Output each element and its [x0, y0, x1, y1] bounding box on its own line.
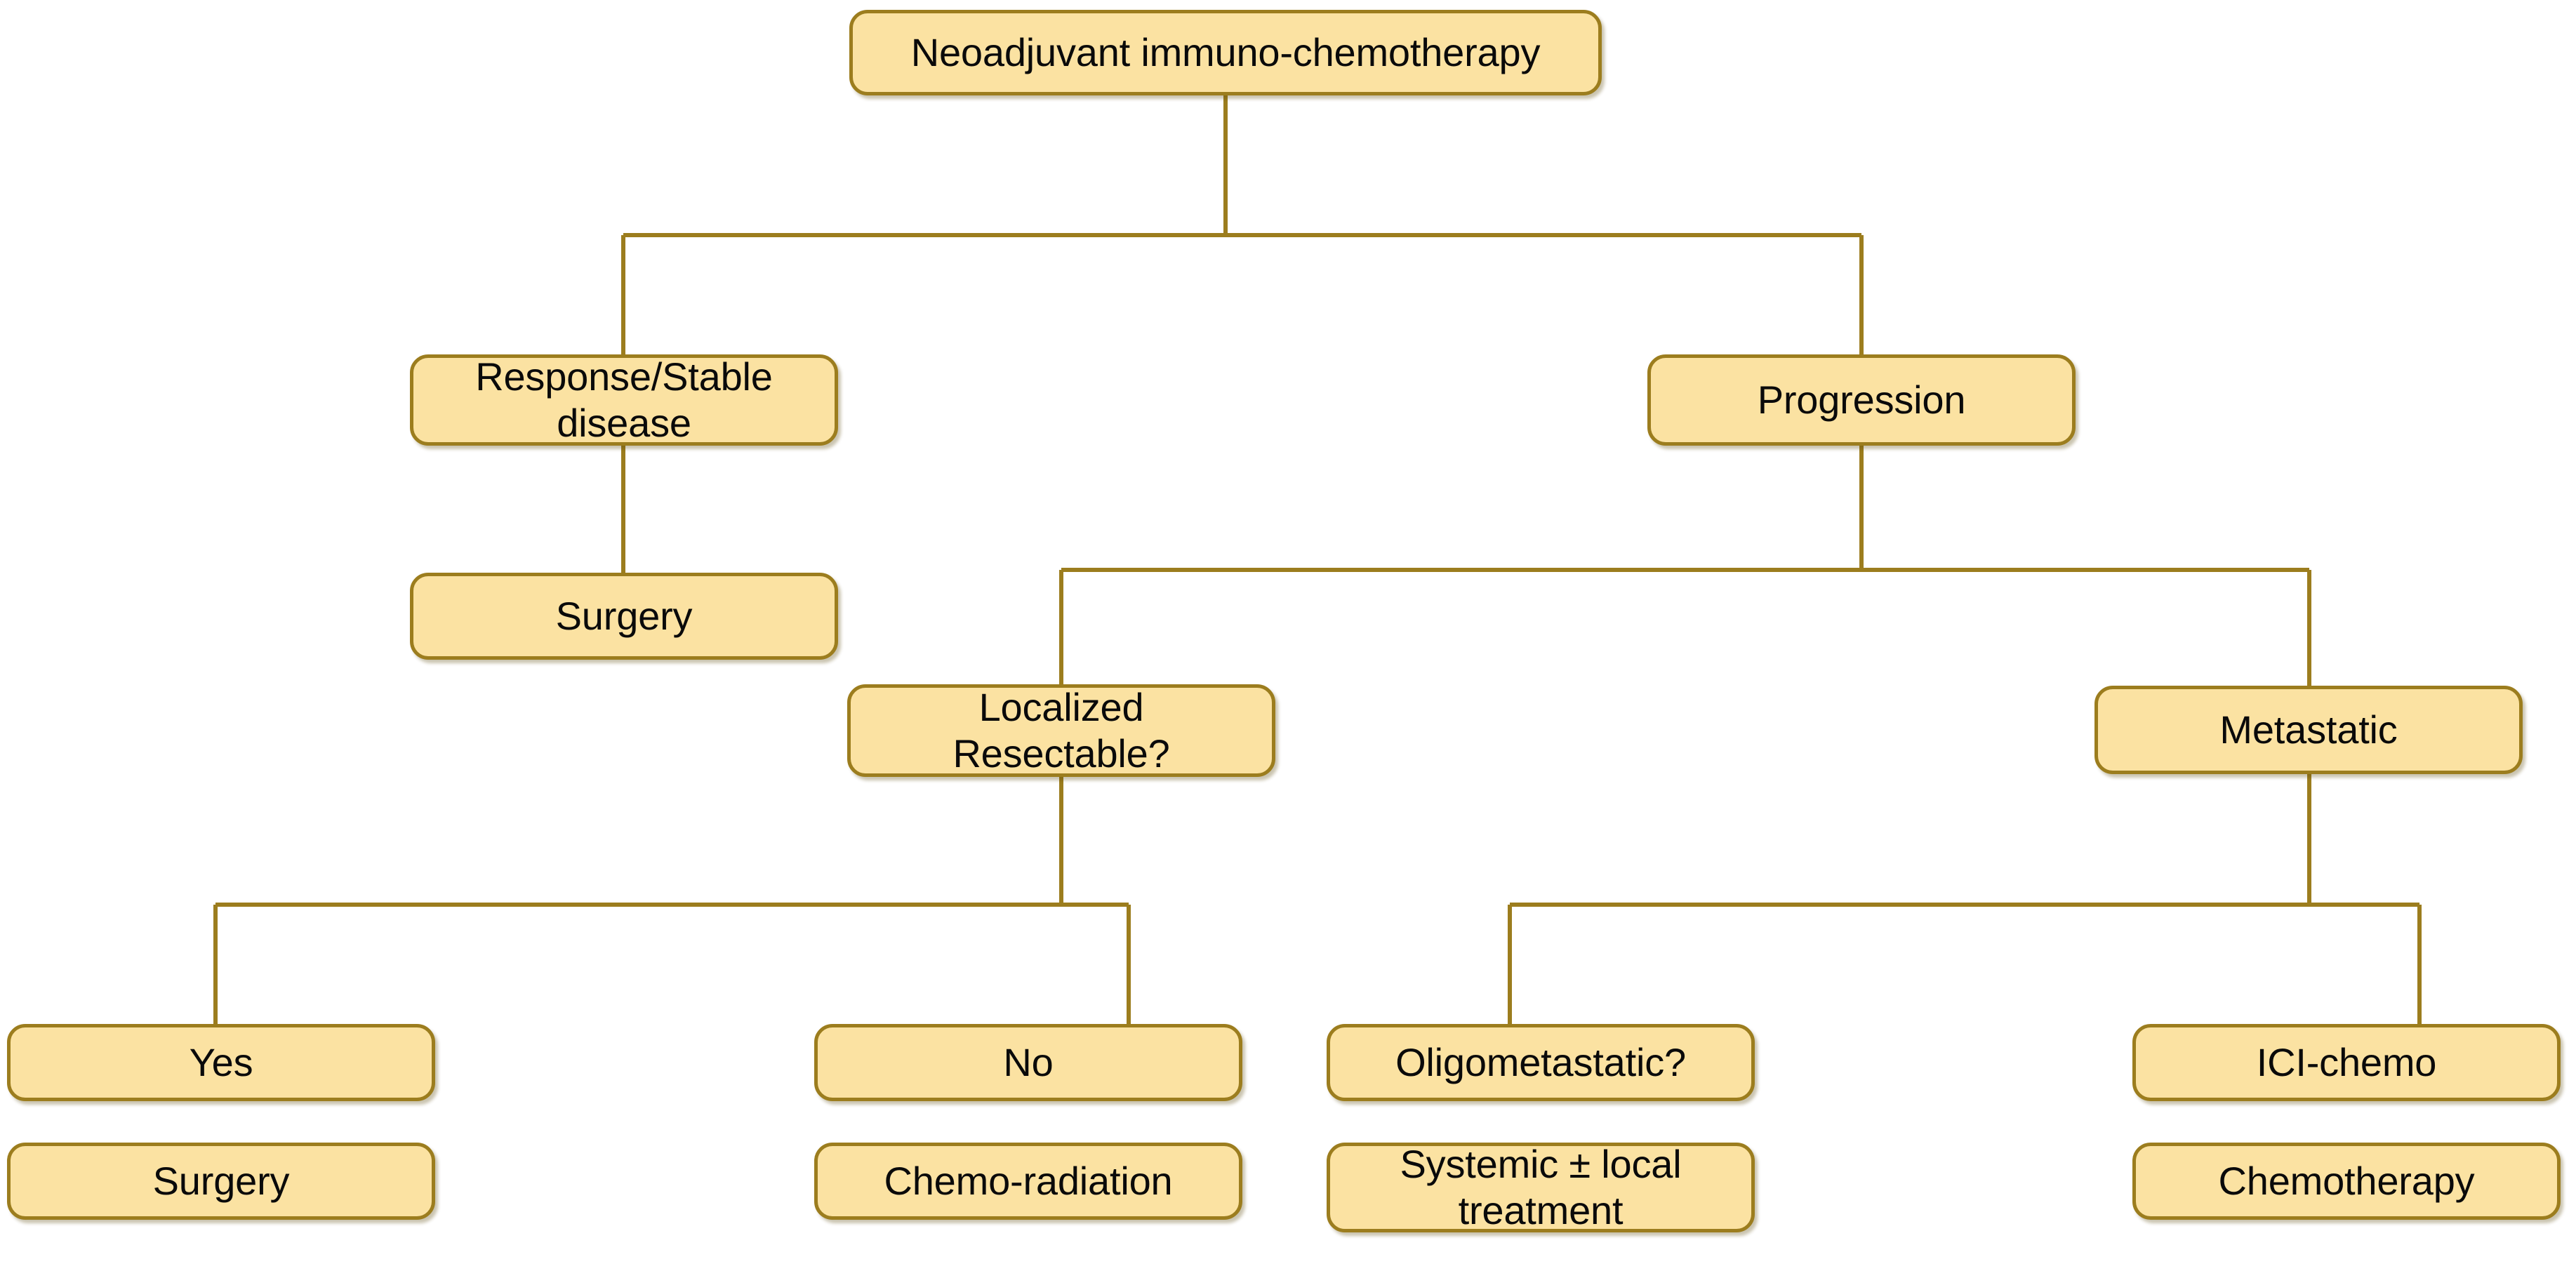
node-systemic-plus-minus-local-treatment[interactable]: Systemic ± local treatment [1327, 1141, 1755, 1232]
node-label: Progression [1757, 377, 1966, 422]
node-label: Response/Stable disease [475, 354, 773, 445]
node-label: Surgery [152, 1158, 290, 1203]
node-ici-chemo[interactable]: ICI-chemo [2132, 1024, 2561, 1101]
node-label: No [1003, 1039, 1054, 1084]
node-yes[interactable]: Yes [7, 1024, 435, 1101]
node-label: Chemotherapy [2218, 1158, 2475, 1203]
node-surgery-yes-branch[interactable]: Surgery [7, 1143, 435, 1220]
node-neoadjuvant-immuno-chemotherapy[interactable]: Neoadjuvant immuno-chemotherapy [849, 10, 1602, 95]
node-surgery-response-branch[interactable]: Surgery [410, 573, 838, 660]
node-label: Oligometastatic? [1395, 1039, 1686, 1084]
node-label: Surgery [555, 593, 693, 638]
node-localized-resectable[interactable]: Localized Resectable? [847, 684, 1275, 777]
node-chemo-radiation[interactable]: Chemo-radiation [814, 1143, 1242, 1220]
node-label: Systemic ± local treatment [1400, 1141, 1682, 1232]
node-oligometastatic[interactable]: Oligometastatic? [1327, 1024, 1755, 1101]
node-label: ICI-chemo [2256, 1039, 2437, 1084]
node-label: Neoadjuvant immuno-chemotherapy [910, 29, 1541, 74]
node-no[interactable]: No [814, 1024, 1242, 1101]
node-metastatic[interactable]: Metastatic [2094, 686, 2523, 774]
node-label: Chemo-radiation [884, 1158, 1173, 1203]
node-label: Yes [189, 1039, 253, 1084]
node-response-stable-disease[interactable]: Response/Stable disease [410, 354, 838, 446]
node-progression[interactable]: Progression [1647, 354, 2076, 446]
node-label: Localized Resectable? [952, 684, 1170, 776]
node-chemotherapy[interactable]: Chemotherapy [2132, 1143, 2561, 1220]
node-label: Metastatic [2219, 707, 2398, 752]
